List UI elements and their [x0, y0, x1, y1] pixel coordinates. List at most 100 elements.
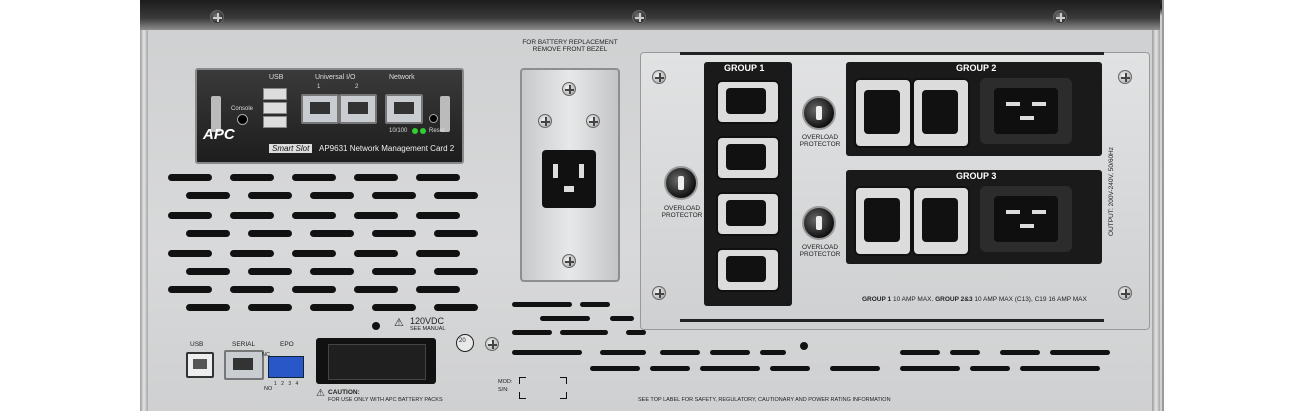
vent-slot — [760, 350, 786, 355]
c13-outlet-g3-2[interactable] — [912, 186, 970, 256]
safety-note: SEE TOP LABEL FOR SAFETY, REGULATORY, CA… — [638, 397, 891, 403]
rating-g1-bold: GROUP 1 — [862, 296, 892, 303]
network-management-card: APC USB Universal I/O 1 2 Network Consol… — [195, 68, 464, 164]
c19-outlet-g2[interactable] — [980, 78, 1072, 144]
caution-text: FOR USE ONLY WITH APC BATTERY PACKS — [328, 397, 443, 403]
vent-slot — [354, 174, 398, 181]
external-battery-connector[interactable] — [316, 338, 436, 384]
top-screw — [210, 10, 224, 24]
bracket-line-bottom — [680, 319, 1104, 322]
top-screw — [1053, 10, 1067, 24]
vent-slot — [230, 250, 274, 257]
vent-slot — [168, 174, 212, 181]
vent-slot — [830, 366, 880, 371]
vent-slot — [434, 192, 478, 199]
serial-label: SERIAL — [232, 341, 256, 348]
vent-slot — [700, 366, 760, 371]
caution-label: CAUTION: — [328, 389, 360, 396]
overload-protector-g2[interactable] — [802, 96, 836, 130]
vent-slot — [590, 366, 640, 371]
speed-label: 10/100 — [389, 128, 408, 134]
network-port[interactable] — [385, 94, 423, 124]
c13-outlet-g1-1[interactable] — [716, 80, 780, 124]
vent-slot — [248, 304, 292, 311]
group3-label: GROUP 3 — [956, 171, 997, 181]
card-usb-port[interactable] — [263, 102, 287, 114]
vent-slot — [372, 230, 416, 237]
overload-protector-g3[interactable] — [802, 206, 836, 240]
vent-slot — [292, 286, 336, 293]
rating-g23-bold: GROUP 2&3 — [935, 296, 973, 303]
overload-protector-g1[interactable] — [664, 166, 698, 200]
vent-slot — [1000, 350, 1040, 355]
universal-io-port-2[interactable] — [339, 94, 377, 124]
usb-label: USB — [269, 74, 284, 81]
top-cover-edge — [140, 0, 1160, 30]
vent-slot — [416, 286, 460, 293]
epo-nc-label: NC — [262, 352, 270, 358]
group2-label: GROUP 2 — [956, 63, 997, 73]
vent-slot — [660, 350, 700, 355]
network-label: Network — [389, 74, 415, 81]
card-usb-port[interactable] — [263, 88, 287, 100]
vent-slot — [292, 212, 336, 219]
epo-label: EPO — [280, 341, 294, 348]
reset-button[interactable] — [429, 114, 438, 123]
battery-note-line1: FOR BATTERY REPLACEMENT — [522, 39, 618, 46]
bottom-usb-port[interactable] — [186, 352, 214, 378]
console-port[interactable] — [237, 114, 248, 125]
vent-slot — [168, 286, 212, 293]
card-latch-right[interactable] — [440, 96, 450, 132]
serial-number-frame — [518, 376, 568, 400]
vent-slot — [560, 330, 608, 335]
c13-outlet-g1-2[interactable] — [716, 136, 780, 180]
serial-port[interactable] — [224, 350, 264, 380]
c13-outlet-g1-4[interactable] — [716, 248, 780, 292]
io-port-2-label: 2 — [355, 84, 359, 90]
vent-slot — [580, 302, 610, 307]
vent-slot — [292, 250, 336, 257]
vent-slot — [186, 268, 230, 275]
c13-outlet-g2-1[interactable] — [854, 78, 912, 148]
vent-slot — [372, 304, 416, 311]
reset-label: Reset — [429, 128, 445, 134]
vent-slot — [168, 212, 212, 219]
c13-outlet-g2-2[interactable] — [912, 78, 970, 148]
c13-outlet-g1-3[interactable] — [716, 192, 780, 236]
vent-slot — [900, 350, 940, 355]
vent-slot — [950, 350, 980, 355]
vent-slot — [416, 250, 460, 257]
vent-slot — [600, 350, 646, 355]
ground-screw — [485, 337, 499, 351]
vent-slot — [970, 366, 1010, 371]
c13-outlet-g3-1[interactable] — [854, 186, 912, 256]
c20-input-inlet[interactable] — [542, 150, 596, 208]
card-latch-left[interactable] — [211, 96, 221, 132]
indicator-dot — [372, 322, 380, 330]
console-label: Console — [231, 106, 254, 112]
card-usb-port[interactable] — [263, 116, 287, 128]
apc-logo: APC — [203, 126, 235, 143]
vent-slot — [512, 302, 572, 307]
c19-outlet-g3[interactable] — [980, 186, 1072, 252]
vent-slot — [434, 304, 478, 311]
bracket-line-top — [680, 52, 1104, 55]
vent-slot — [310, 268, 354, 275]
vent-slot — [434, 230, 478, 237]
card-model: AP9631 Network Management Card 2 — [319, 144, 455, 153]
universal-io-port-1[interactable] — [301, 94, 339, 124]
output-rating-label: OUTPUT: 200V-240V, 50/60Hz — [1108, 146, 1115, 236]
epo-no-label: NO — [264, 386, 273, 392]
caution-triangle-icon: ⚠ — [316, 388, 325, 399]
epo-terminal-block[interactable] — [268, 356, 304, 378]
vent-slot — [248, 230, 292, 237]
vent-slot — [354, 212, 398, 219]
vent-slot — [710, 350, 750, 355]
vent-slot — [610, 316, 634, 321]
universal-io-label: Universal I/O — [315, 74, 356, 81]
vent-slot — [186, 304, 230, 311]
plate-screw — [1118, 70, 1132, 84]
vent-slot — [650, 366, 690, 371]
